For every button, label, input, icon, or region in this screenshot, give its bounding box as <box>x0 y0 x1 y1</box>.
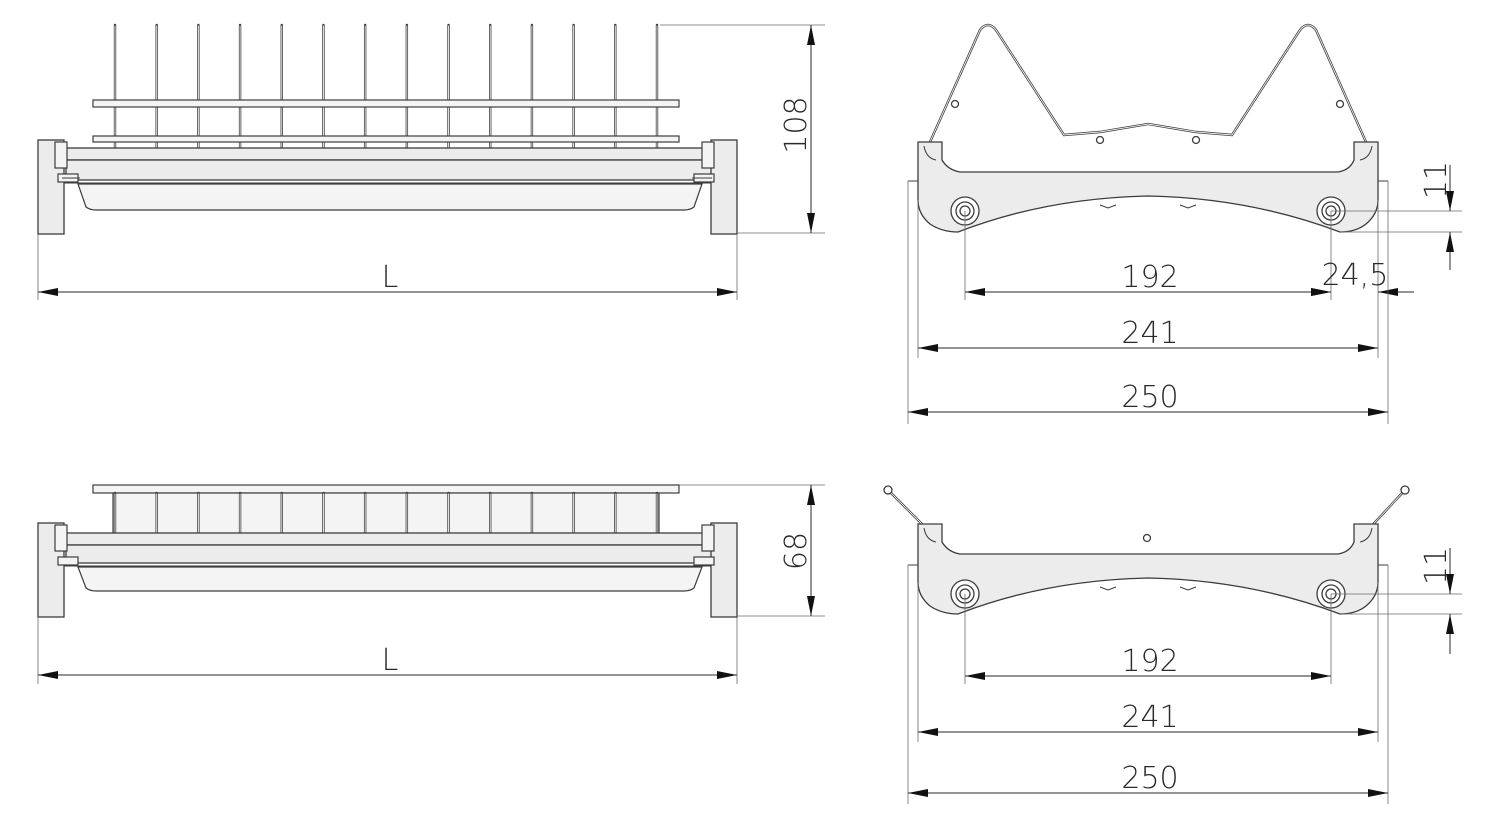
low-frame-bar-lower <box>65 544 715 564</box>
side-tall-hole-spacing-label: 192 <box>1121 260 1178 295</box>
drip-tray <box>77 183 703 211</box>
low-back-panel <box>112 492 660 536</box>
frame-bar <box>65 147 715 161</box>
side-tall-hole-offset-label: 11 <box>1419 161 1454 199</box>
lower-rail <box>92 135 680 143</box>
front-low-length-label: L <box>382 643 399 678</box>
side-low-inner-width-label: 241 <box>1121 700 1178 735</box>
side-low-outer-width-label: 250 <box>1121 761 1178 796</box>
side-low-hole-spacing-label: 192 <box>1121 644 1178 679</box>
side-low-bracket <box>917 523 1379 615</box>
upper-rail <box>92 99 680 108</box>
end-cap-left-inner <box>54 141 68 169</box>
side-view-low: 11 192 241 250 <box>883 485 1462 804</box>
low-end-cap-right <box>710 522 738 618</box>
side-tall-inner-width-label: 241 <box>1121 316 1178 351</box>
front-tall-length-label: L <box>382 260 399 295</box>
side-tall-bracket <box>917 141 1379 233</box>
end-cap-right <box>710 139 738 235</box>
low-frame-bar <box>65 532 715 546</box>
low-top-rail <box>92 484 680 494</box>
front-view-tall: 108 L <box>37 23 825 300</box>
low-drip-tray <box>77 566 703 592</box>
front-low-wires <box>113 491 659 539</box>
front-low-height-label: 68 <box>779 532 814 570</box>
side-tall-outer-width-label: 250 <box>1121 380 1178 415</box>
side-low-hole-offset-label: 11 <box>1419 547 1454 585</box>
front-tall-height-label: 108 <box>779 96 814 153</box>
front-view-low: 68 L <box>37 484 825 684</box>
frame-bar-lower <box>65 159 715 181</box>
side-low-wire-arms <box>883 485 1410 543</box>
side-view-tall: 11 192 24,5 241 250 <box>907 23 1462 424</box>
side-tall-edge-label: 24,5 <box>1322 258 1389 293</box>
end-cap-right-inner <box>701 141 715 169</box>
side-tall-wire-frame <box>928 23 1368 145</box>
